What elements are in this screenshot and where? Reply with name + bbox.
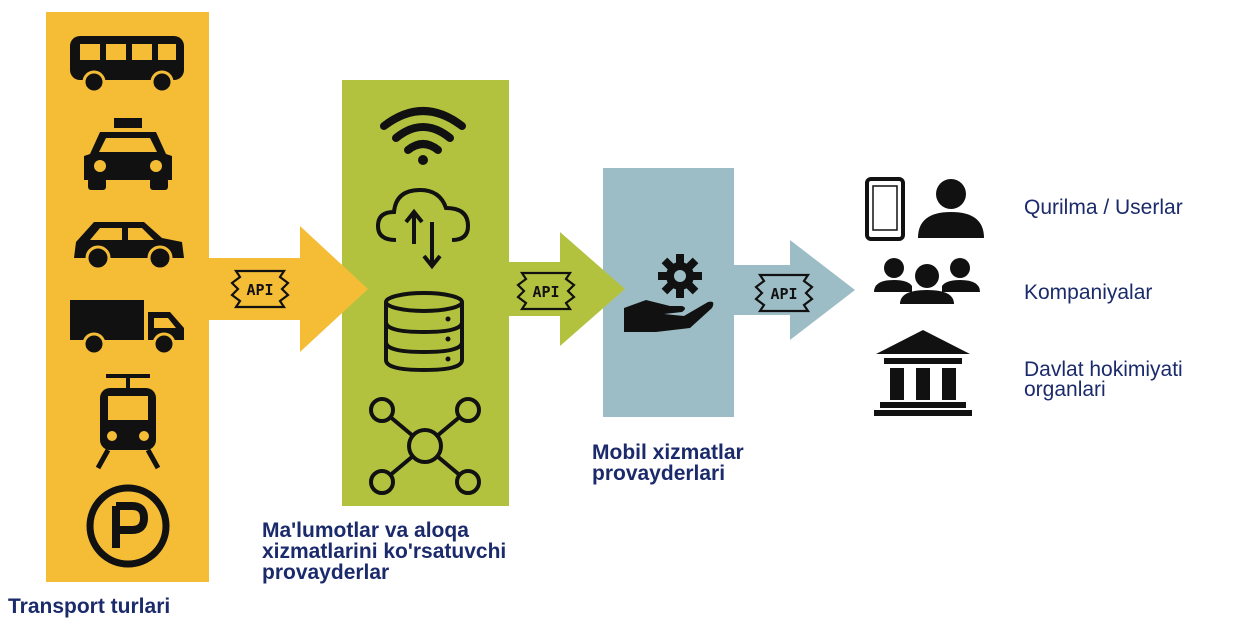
arrow-mobile-to-audience — [734, 240, 855, 340]
truck-icon — [70, 300, 184, 356]
tram-icon — [95, 374, 161, 470]
bus-icon — [70, 36, 184, 94]
wifi-icon — [380, 107, 466, 165]
government-building-icon — [874, 330, 972, 416]
cloud-sync-icon — [375, 187, 471, 270]
database-icon — [384, 291, 464, 373]
api-badge: API — [754, 273, 814, 313]
parking-icon — [86, 484, 170, 568]
caption-data-providers: Ma'lumotlar va aloqa xizmatlarini ko'rsa… — [262, 519, 507, 584]
arrow-transport-to-data — [209, 226, 368, 352]
api-badge: API — [516, 271, 576, 311]
api-label: API — [770, 285, 797, 303]
api-label: API — [246, 281, 273, 299]
phone-icon — [865, 177, 905, 241]
hand-gear-icon — [624, 254, 714, 332]
api-badge: API — [230, 269, 290, 309]
audience-label-government: Davlat hokimiyati organlari — [1024, 358, 1183, 401]
user-icon — [918, 179, 984, 238]
caption-mobile-providers: Mobil xizmatlar provayderlari — [592, 441, 744, 485]
network-icon — [369, 397, 481, 495]
caption-transport: Transport turlari — [8, 595, 171, 618]
arrow-data-to-mobile — [509, 232, 625, 346]
audience-label-companies: Kompaniyalar — [1024, 281, 1153, 304]
audience-label-users: Qurilma / Userlar — [1024, 196, 1183, 219]
car-icon — [74, 222, 184, 271]
group-icon — [874, 258, 980, 304]
api-label: API — [532, 283, 559, 301]
taxi-icon — [84, 118, 172, 190]
